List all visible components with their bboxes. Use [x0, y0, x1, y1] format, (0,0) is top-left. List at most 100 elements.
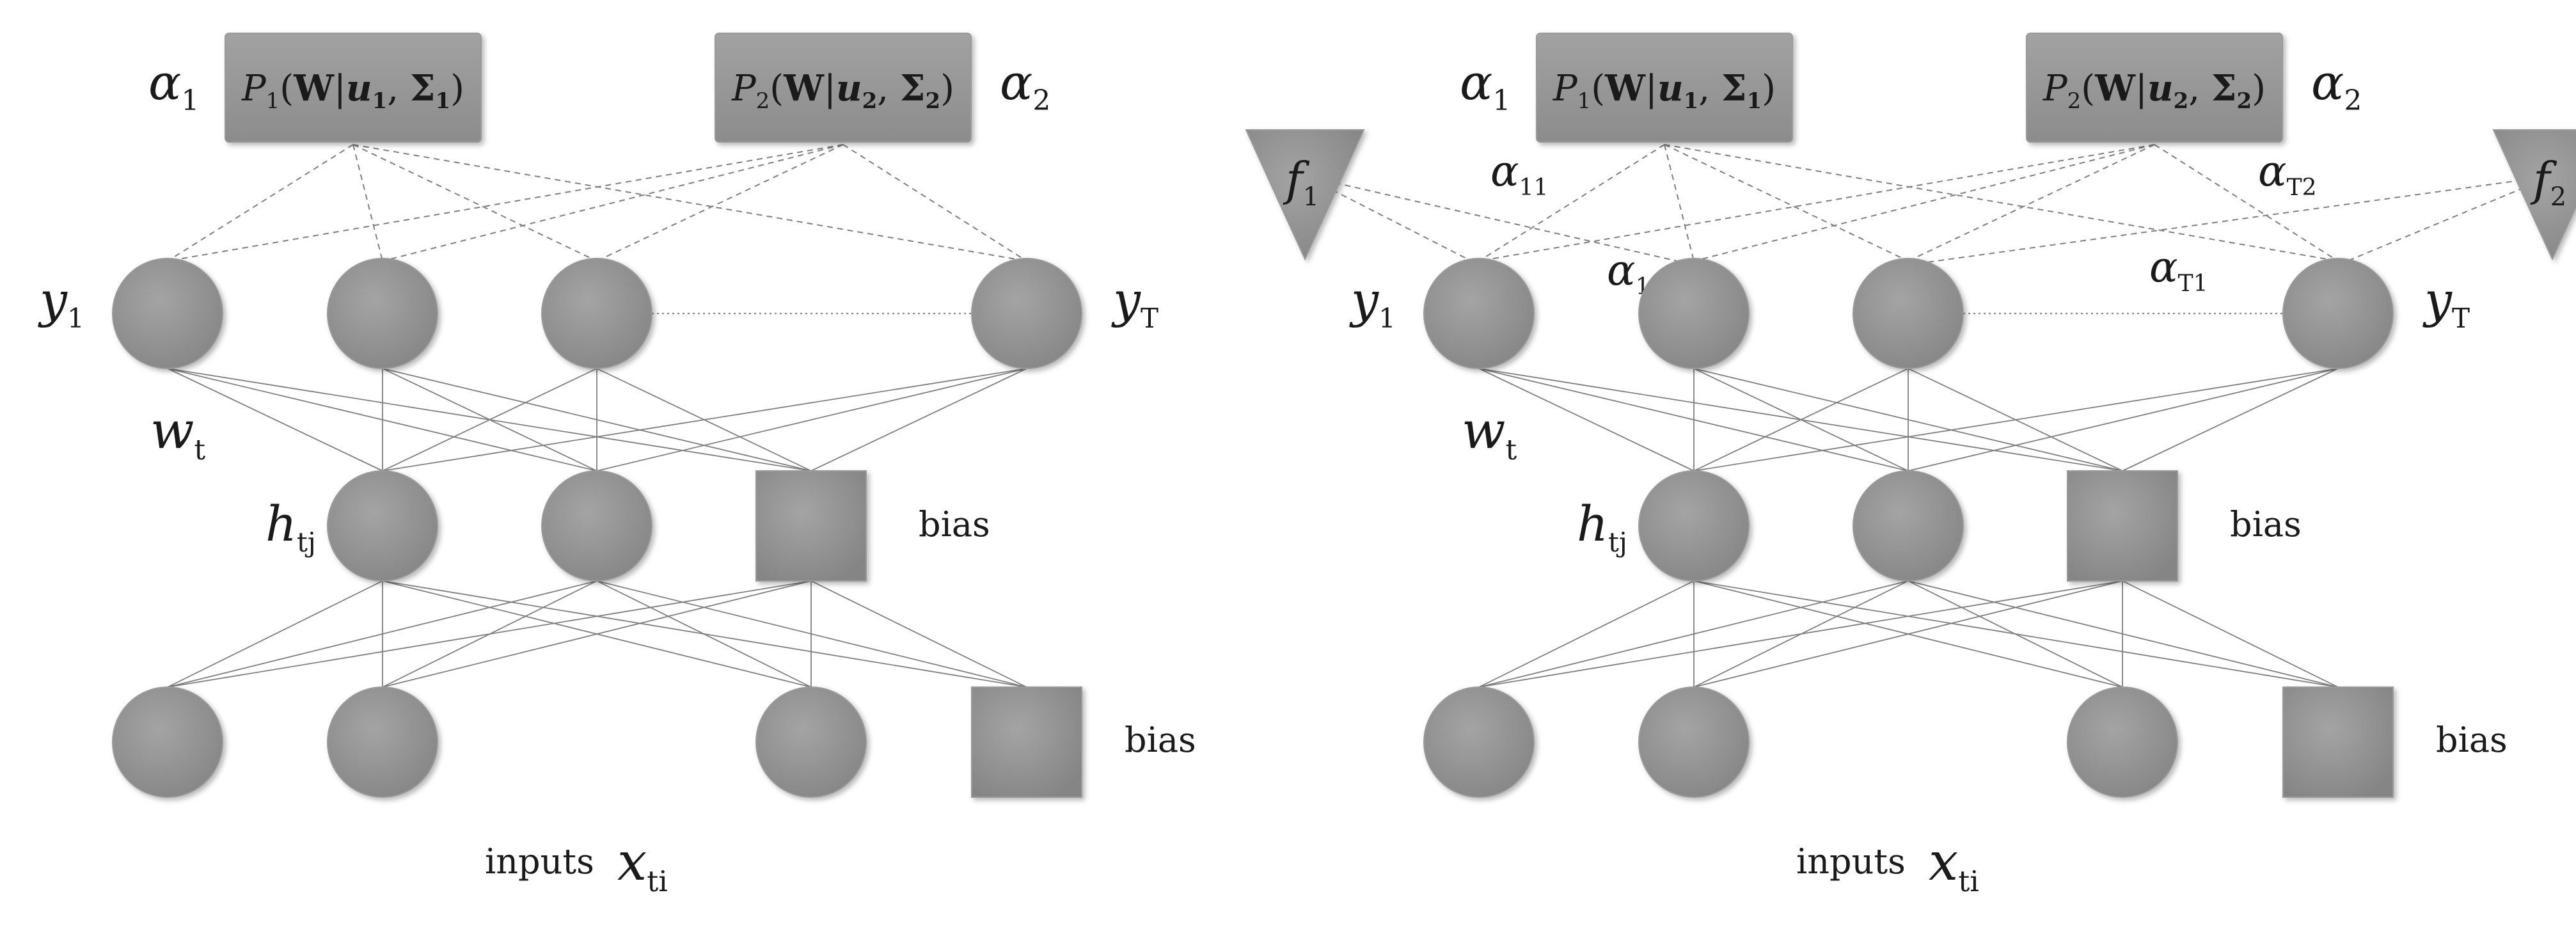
weight-label-wt: wt: [1462, 401, 1517, 466]
input-bias-link: [1693, 580, 2123, 688]
prior-box-rect: [1536, 33, 1793, 143]
hidden-output-weight: [167, 368, 383, 472]
feature-triangle: [2492, 129, 2576, 261]
prior-box-rect: [2026, 33, 2283, 143]
prior-box-rect: [225, 33, 482, 143]
input-bias-link: [167, 580, 812, 688]
hidden-node: [541, 470, 652, 582]
output-node: [971, 258, 1082, 369]
hidden-node: [1853, 470, 1964, 582]
feature-output-link: [1908, 175, 2553, 266]
hidden-bias-unit: [755, 470, 867, 582]
input-bias-unit: [971, 686, 1082, 798]
inputs-label: inputs: [1796, 841, 1906, 882]
hidden-output-weight: [810, 368, 1027, 472]
prior-weight-label-2: α2: [2311, 54, 2362, 117]
left-panel: P1(W|u1, Σ1) α1 P2(W|u2, Σ2) α2 y1 yT wt htj bia…: [38, 33, 1196, 898]
prior-output-link: [167, 144, 354, 262]
output-node: [1423, 258, 1535, 369]
input-node: [755, 686, 867, 798]
feature-node: f1: [1245, 129, 1365, 261]
output-node: [1638, 258, 1750, 369]
prior-box-1: P1(W|u1, Σ1): [225, 33, 482, 143]
inputs-label: inputs: [485, 841, 594, 882]
input-node: [1423, 686, 1535, 798]
hidden-bias-label: bias: [919, 504, 990, 544]
hidden-label-htj: htj: [1577, 495, 1627, 558]
input-node: [327, 686, 438, 798]
hidden-bias-unit: [2067, 470, 2178, 582]
prior-output-link: [1664, 144, 1695, 262]
input-bias-link: [2122, 580, 2339, 688]
prior-weight-label-2: α2: [1000, 54, 1050, 117]
hidden-node: [1638, 470, 1750, 582]
prior-output-link: [352, 144, 383, 262]
input-hidden-weight: [1693, 580, 2339, 688]
hidden-output-weight: [167, 368, 597, 472]
input-hidden-weight: [167, 580, 383, 688]
weight-label-wt: wt: [150, 401, 205, 466]
inputs-var-xti: xti: [617, 832, 668, 898]
prior-output-link: [842, 144, 1027, 262]
prior-output-link: [1478, 144, 2155, 262]
edges: [1304, 144, 2553, 688]
prior-weight-label-1: α1: [1460, 54, 1510, 117]
prior-formula: P2(W|u2, Σ2): [2043, 67, 2266, 114]
input-node: [2067, 686, 2178, 798]
prior-weight-label-1: α1: [148, 54, 199, 117]
hidden-node: [327, 470, 438, 582]
input-hidden-weight: [382, 580, 1027, 688]
hidden-output-weight: [1478, 368, 2123, 472]
hidden-output-weight: [1478, 368, 1695, 472]
prior-output-link: [382, 144, 844, 262]
feature-output-link: [1304, 175, 1695, 266]
input-hidden-weight: [596, 580, 1027, 688]
prior-output-link: [352, 144, 1027, 262]
prior-output-link: [596, 144, 844, 262]
output-node: [541, 258, 652, 369]
output-node: [2282, 258, 2394, 369]
input-bias-link: [1478, 580, 2123, 688]
feature-triangle: [1245, 129, 1365, 261]
prior-output-link: [2154, 144, 2339, 262]
output-label-y1: y1: [1349, 271, 1396, 334]
input-bias-label: bias: [2436, 720, 2508, 760]
output-label-y1: y1: [38, 271, 84, 334]
prior-box-2: P2(W|u2, Σ2): [2026, 33, 2283, 143]
output-label-yT: yT: [2422, 271, 2470, 334]
prior-box-1: P1(W|u1, Σ1): [1536, 33, 1793, 143]
input-bias-link: [382, 580, 812, 688]
hidden-output-weight: [596, 368, 1027, 472]
input-node: [1638, 686, 1750, 798]
prior-output-link: [1693, 144, 2155, 262]
prior-output-link: [1908, 144, 2155, 262]
edges: [167, 144, 1027, 688]
input-hidden-weight: [1908, 580, 2339, 688]
alpha-T1-label: αT1: [2149, 242, 2208, 297]
prior-output-link: [1664, 144, 2339, 262]
hidden-output-weight: [382, 368, 812, 472]
prior-box-rect: [715, 33, 972, 143]
prior-output-link: [167, 144, 844, 262]
prior-formula: P1(W|u1, Σ1): [241, 67, 464, 114]
hidden-label-htj: htj: [265, 495, 316, 558]
input-node: [112, 686, 223, 798]
feature-node: f2: [2492, 129, 2576, 261]
hidden-output-weight: [2122, 368, 2339, 472]
hidden-output-weight: [1908, 368, 2339, 472]
input-bias-label: bias: [1125, 720, 1196, 760]
prior-output-link: [352, 144, 597, 262]
output-node: [1853, 258, 1964, 369]
hidden-output-weight: [596, 368, 812, 472]
hidden-output-weight: [1478, 368, 1909, 472]
prior-formula: P2(W|u2, Σ2): [731, 67, 954, 114]
input-hidden-weight: [1478, 580, 1695, 688]
output-label-yT: yT: [1111, 271, 1158, 334]
output-node: [112, 258, 223, 369]
alpha-11-label: α11: [1490, 147, 1548, 201]
prior-box-2: P2(W|u2, Σ2): [715, 33, 972, 143]
input-bias-unit: [2282, 686, 2394, 798]
hidden-output-weight: [1908, 368, 2123, 472]
hidden-bias-label: bias: [2230, 504, 2302, 544]
